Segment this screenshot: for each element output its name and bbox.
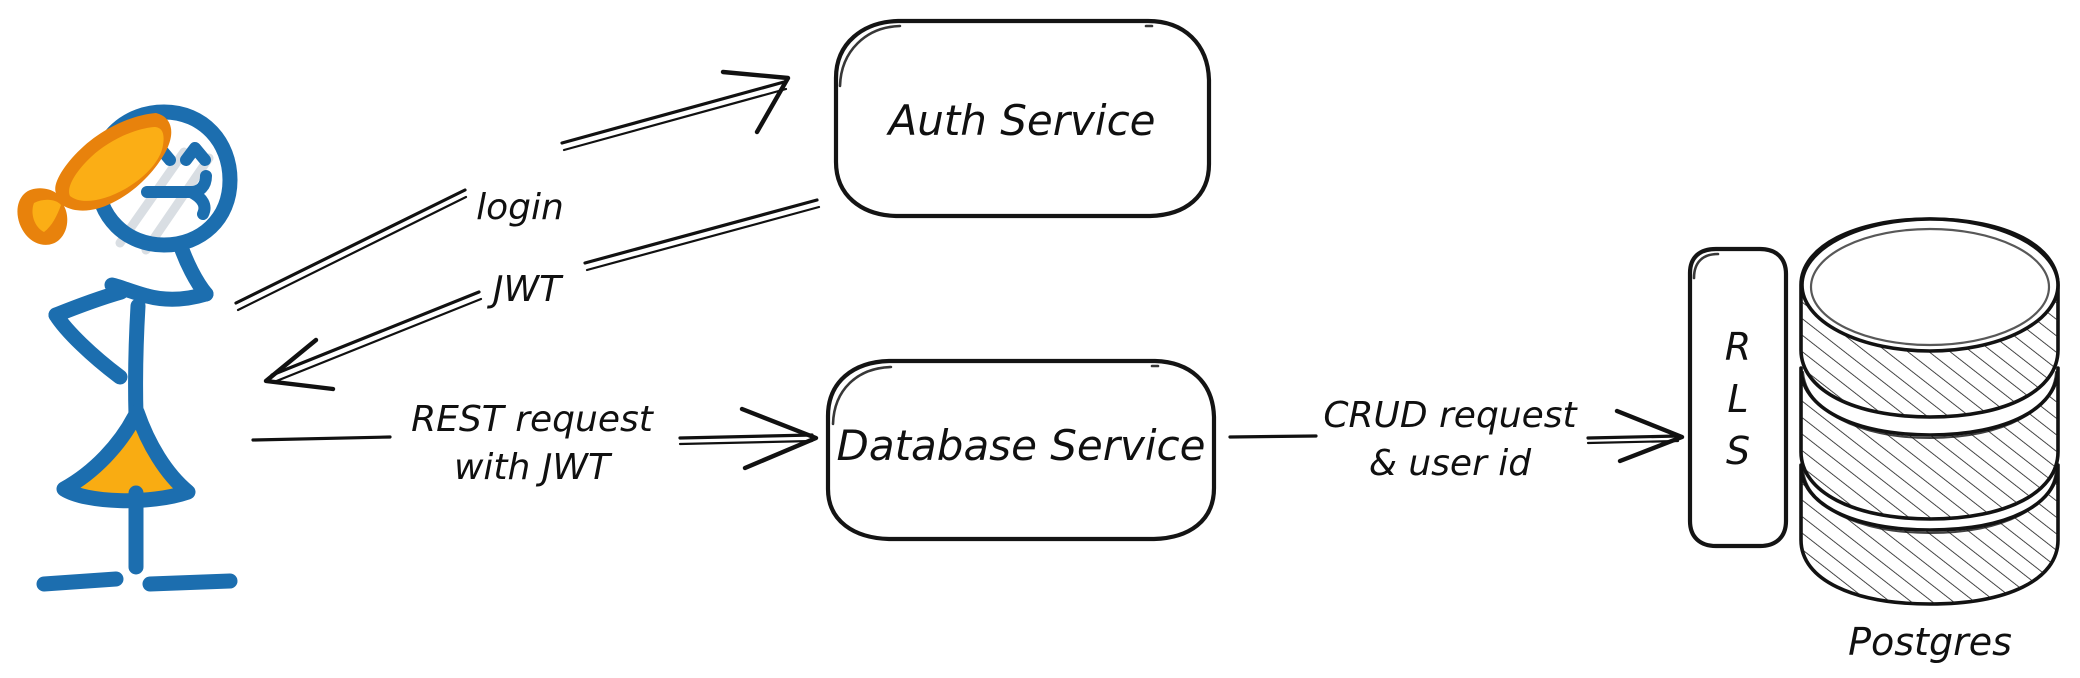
edge-login-arrow	[234, 69, 791, 312]
rls-letter-r: R	[1725, 325, 1751, 369]
hat-tail	[32, 199, 61, 232]
edge-login-label: login	[476, 187, 564, 228]
edge-crud-request-label-line1: CRUD request	[1323, 395, 1578, 436]
edge-rest-request-arrow	[251, 406, 819, 471]
node-database-service[interactable]	[825, 358, 1217, 542]
edge-jwt-label: JWT	[487, 269, 564, 310]
skirt-outline	[56, 404, 196, 509]
node-auth-service[interactable]	[833, 18, 1212, 219]
edge-crud-request-label-line2: & user id	[1369, 443, 1532, 484]
hat-inner	[69, 127, 164, 201]
node-rls[interactable]	[1687, 246, 1789, 549]
rls-letter-l: L	[1727, 377, 1748, 421]
edge-crud-request-arrow	[1228, 408, 1685, 464]
right-eye-icon	[180, 142, 211, 166]
edge-rest-request-label-line1: REST request	[411, 399, 655, 440]
user-stick-figure	[17, 104, 238, 592]
torso	[128, 298, 146, 423]
edge-jwt-arrow	[263, 198, 821, 392]
edge-rest-request-label-line2: with JWT	[454, 447, 613, 488]
right-foot	[142, 573, 238, 592]
database-service-label: Database Service	[837, 421, 1206, 470]
rls-letter-s: S	[1726, 429, 1750, 473]
auth-service-label: Auth Service	[885, 96, 1155, 145]
left-foot	[36, 571, 124, 592]
smile-curve-icon	[185, 186, 211, 220]
postgres-caption: Postgres	[1848, 620, 2012, 664]
node-postgres-database[interactable]	[1795, 213, 2065, 611]
skirt-fill	[70, 415, 190, 495]
left-arm-forearm	[48, 307, 128, 385]
